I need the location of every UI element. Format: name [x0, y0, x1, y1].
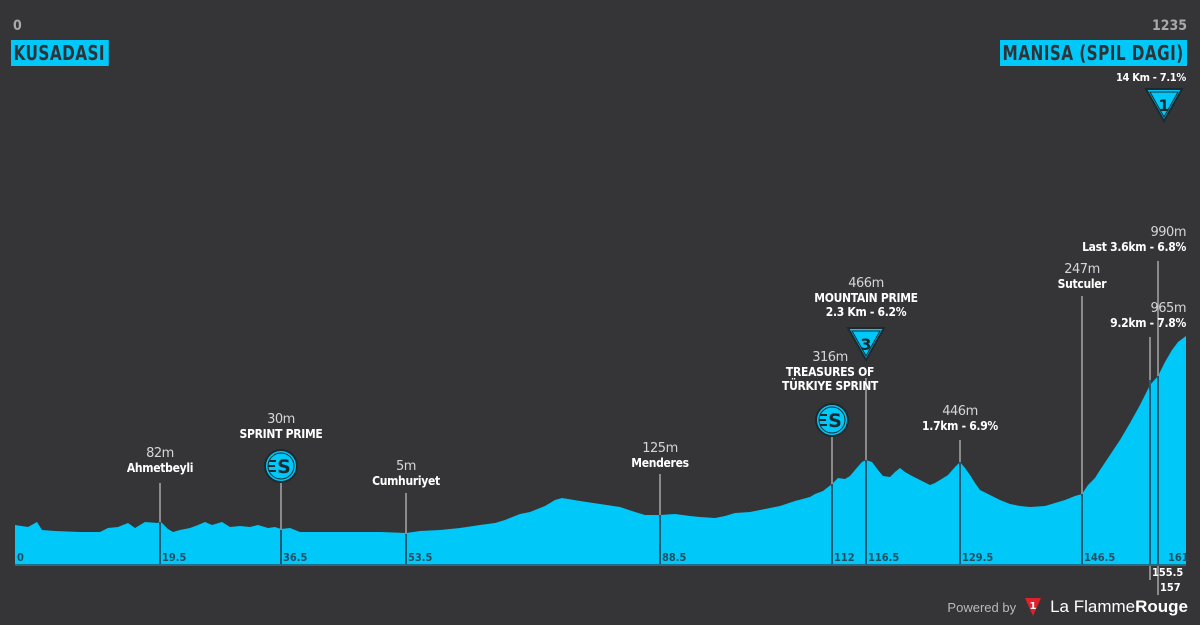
finish-city-label: MANISA (SPIL DAGI) [999, 40, 1187, 66]
marker-climb-129: 446m 1.7km - 6.9% [922, 404, 998, 434]
sprint-prime-icon: S [264, 449, 298, 483]
start-altitude: 0 [13, 18, 22, 34]
marker-ahmetbeyli: 82m Ahmetbeyli [126, 446, 194, 476]
marker-mountain-prime: 466m MOUNTAIN PRIME 2.3 Km - 6.2% [814, 276, 918, 320]
mountain-prime-category-3-icon: 3 [846, 327, 886, 363]
marker-altitude: 247m [1064, 262, 1100, 277]
marker-altitude: 990m [1150, 225, 1187, 240]
km-tick-below: 157 [1160, 581, 1181, 594]
marker-altitude: 82m [146, 446, 174, 461]
km-tick: 88.5 [662, 551, 687, 564]
km-tick: 112 [834, 551, 855, 564]
marker-lines [159, 261, 1159, 534]
km-tick: 19.5 [162, 551, 187, 564]
marker-name: Last 3.6km - 6.8% [1082, 240, 1186, 254]
marker-climb-info: 2.3 Km - 6.2% [825, 305, 907, 319]
marker-climb-155: 965m 9.2km - 7.8% [1110, 301, 1187, 331]
marker-sutculer: 247m Sutculer [1057, 262, 1107, 292]
marker-sprint-prime: 30m SPRINT PRIME [239, 412, 323, 442]
km-tick-below: 155.5 [1152, 566, 1184, 579]
svg-text:1: 1 [1030, 601, 1037, 612]
km-tick: 53.5 [408, 551, 433, 564]
marker-altitude: 446m [942, 404, 978, 419]
km-tick: 146.5 [1084, 551, 1116, 564]
marker-name: TREASURES OF [785, 365, 875, 379]
marker-cumhuriyet: 5m Cumhuriyet [372, 459, 440, 489]
marker-name: Sutculer [1057, 277, 1107, 291]
marker-name: Cumhuriyet [372, 474, 440, 488]
km-tick: 36.5 [283, 551, 308, 564]
marker-altitude: 965m [1150, 301, 1187, 316]
powered-by-footer: Powered by 1 La FlammeRouge [947, 597, 1188, 617]
marker-name: MOUNTAIN PRIME [814, 291, 918, 305]
marker-name: 1.7km - 6.9% [922, 419, 998, 433]
marker-altitude: 5m [396, 459, 416, 474]
brand-name[interactable]: La FlammeRouge [1050, 597, 1188, 616]
svg-text:1: 1 [1158, 96, 1169, 115]
finish-category-1-icon: 1 [1144, 88, 1184, 124]
start-city-label: KUSADASI [11, 40, 109, 66]
svg-text:3: 3 [860, 335, 871, 354]
treasures-sprint-icon: S [815, 403, 849, 437]
marker-name-line2: TÜRKIYE SPRINT [782, 379, 878, 393]
marker-treasures-sprint: 316m TREASURES OF TÜRKIYE SPRINT [782, 350, 878, 394]
marker-name: Menderes [631, 456, 689, 470]
elevation-profile [15, 336, 1186, 565]
marker-altitude: 30m [267, 412, 295, 427]
marker-name: Ahmetbeyli [126, 461, 194, 475]
finish-climb-info: 14 Km - 7.1% [1115, 71, 1186, 84]
marker-name: SPRINT PRIME [239, 427, 323, 441]
finish-altitude: 1235 [1151, 18, 1187, 34]
marker-altitude: 466m [848, 276, 884, 291]
marker-menderes: 125m Menderes [631, 441, 689, 471]
km-tick: 0 [17, 551, 24, 564]
marker-last-climb: 990m Last 3.6km - 6.8% [1082, 225, 1187, 255]
svg-text:S: S [277, 456, 291, 478]
km-tick: 161 [1168, 551, 1189, 564]
svg-text:S: S [828, 410, 842, 432]
marker-name: 9.2km - 7.8% [1110, 316, 1186, 330]
km-tick: 116.5 [868, 551, 900, 564]
powered-by-text: Powered by [947, 599, 1017, 615]
marker-altitude: 125m [642, 441, 678, 456]
marker-altitude: 316m [812, 350, 848, 365]
km-tick: 129.5 [962, 551, 994, 564]
la-flamme-rouge-logo-icon: 1 [1025, 598, 1042, 616]
